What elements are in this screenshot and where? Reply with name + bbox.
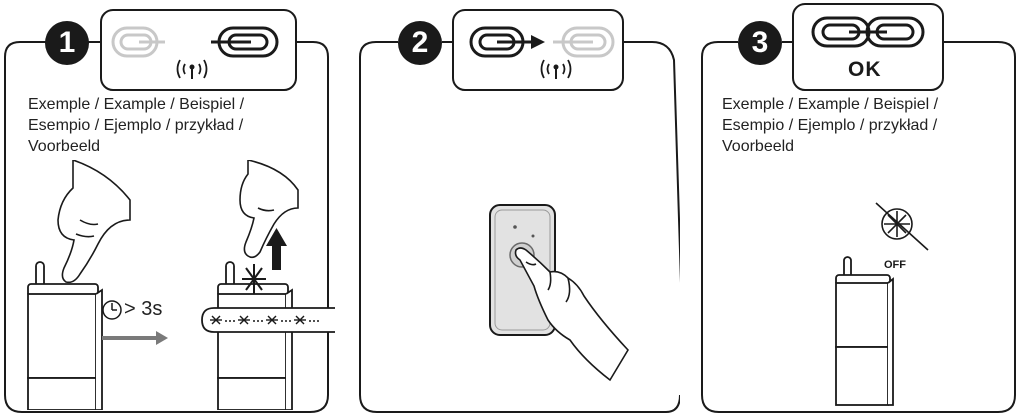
link-icon: [111, 26, 279, 58]
caption-line: Exemple / Example / Beispiel /: [722, 96, 939, 113]
step-2-frame: [359, 9, 680, 413]
step-number: 1: [58, 26, 76, 59]
blinking-indicator: [201, 307, 335, 333]
step-number-badge: 2: [398, 21, 442, 65]
link-icon: [469, 26, 615, 58]
link-icon: [811, 16, 925, 48]
transmitter-device: [835, 256, 894, 406]
caption-line: Esempio / Ejemplo / przykład /: [28, 117, 244, 134]
step-1-caption: Exemple / Example / Beispiel / Esempio /…: [28, 94, 244, 157]
wireless-signal-icon: [176, 59, 208, 79]
step-3-caption: Exemple / Example / Beispiel / Esempio /…: [722, 94, 938, 157]
step-3-panel: 3 OK Exemple / Example / Beispiel / Esem…: [680, 0, 1020, 413]
device-state-label: OFF: [884, 259, 906, 271]
doorbell-button: [489, 204, 629, 382]
caption-line: Exemple / Example / Beispiel /: [28, 96, 245, 113]
step-2-panel: 2: [340, 0, 680, 413]
led-off-icon: [875, 202, 929, 251]
next-arrow: [102, 331, 168, 345]
transmitter-device: [27, 160, 131, 410]
step-1-panel: 1 Exemple / Example / Beispiel / Esempio…: [0, 0, 340, 413]
step-number: 2: [411, 26, 429, 59]
caption-line: Voorbeeld: [28, 138, 101, 155]
step-number-badge: 1: [45, 21, 89, 65]
step-number-badge: 3: [738, 21, 782, 65]
caption-line: Voorbeeld: [722, 138, 795, 155]
clock-icon: [102, 300, 122, 320]
caption-line: Esempio / Ejemplo / przykład /: [722, 117, 938, 134]
status-label: OK: [848, 58, 882, 81]
wireless-signal-icon: [540, 59, 572, 79]
transmitter-device-flashing: [217, 160, 299, 410]
timer-label: > 3s: [124, 298, 163, 320]
step-number: 3: [751, 26, 769, 59]
